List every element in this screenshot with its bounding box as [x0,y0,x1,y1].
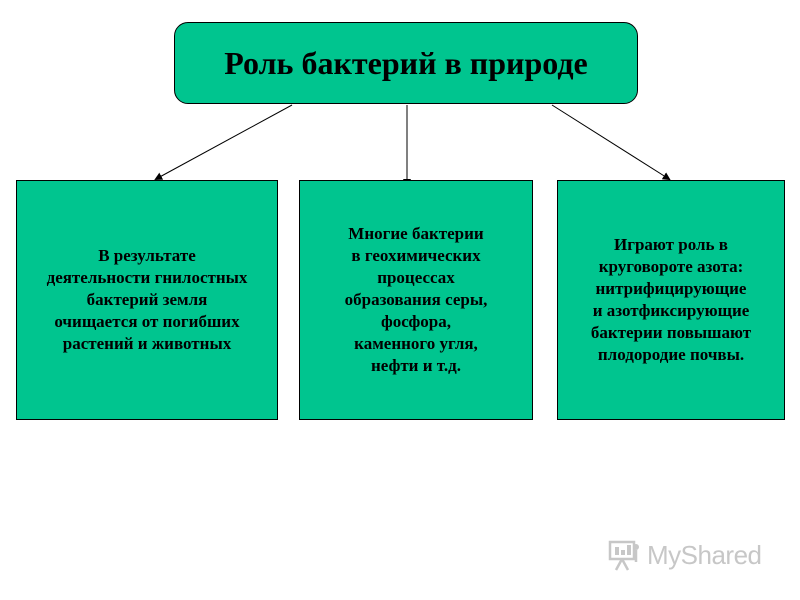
presentation-board-icon [608,540,639,571]
card-nitrogen-cycle: Играют роль в круговороте азота: нитрифи… [557,180,785,420]
diagram-title: Роль бактерий в природе [224,44,588,81]
diagram-title-box: Роль бактерий в природе [174,22,638,104]
card-decomposition: В результате деятельности гнилостных бак… [16,180,278,420]
card-geochemical: Многие бактерии в геохимических процесса… [299,180,533,420]
card-geochemical-text: Многие бактерии в геохимических процесса… [344,224,488,375]
card-nitrogen-cycle-text: Играют роль в круговороте азота: нитрифи… [590,235,752,364]
card-decomposition-text: В результате деятельности гнилостных бак… [46,246,248,353]
watermark: MyShared [607,537,762,573]
arrow-to-left-card [154,104,293,180]
watermark-text: MyShared [647,539,762,570]
arrow-to-right-card [551,104,671,181]
